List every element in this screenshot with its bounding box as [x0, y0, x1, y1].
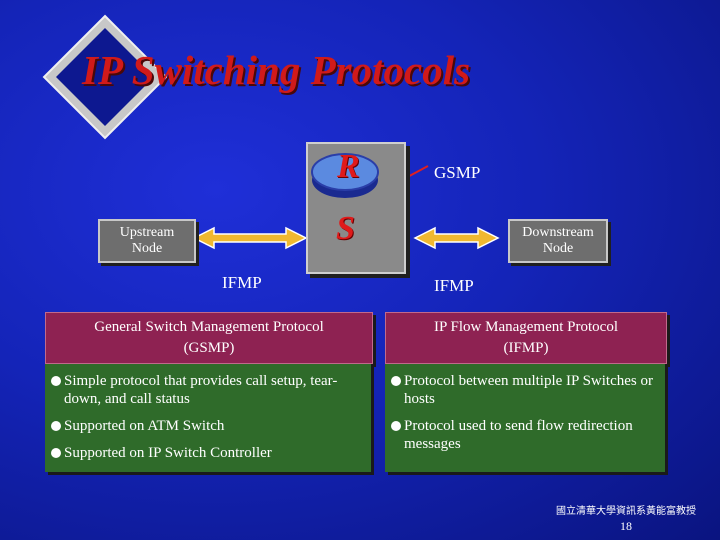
gsmp-label: GSMP [434, 163, 481, 182]
bullet-text: Simple protocol that provides call setup… [64, 373, 338, 407]
switch-letter-icon: S [336, 210, 355, 247]
router-letter: R [337, 148, 360, 185]
list-item: Simple protocol that provides call setup… [51, 372, 361, 408]
gsmp-header: General Switch Management Protocol (GSMP… [45, 312, 373, 364]
gsmp-header-line1: General Switch Management Protocol [94, 319, 324, 335]
upstream-node: Upstream Node [98, 219, 196, 263]
bullet-dot-icon [51, 448, 61, 458]
downstream-node-line2: Node [542, 241, 574, 256]
ifmp-header: IP Flow Management Protocol (IFMP) [385, 312, 667, 364]
bullet-text: Supported on IP Switch Controller [64, 445, 272, 461]
bullet-text: Supported on ATM Switch [64, 418, 225, 434]
ifmp-left-label: IFMP [222, 273, 262, 292]
list-item: Protocol used to send flow redirection m… [391, 417, 655, 453]
list-item: Protocol between multiple IP Switches or… [391, 372, 655, 408]
downstream-node: Downstream Node [508, 219, 608, 263]
bullet-dot-icon [51, 376, 61, 386]
bullet-dot-icon [391, 421, 401, 431]
left-double-arrow [192, 226, 308, 250]
ifmp-right-label: IFMP [434, 276, 474, 295]
upstream-node-line2: Node [131, 241, 163, 256]
bullet-text: Protocol between multiple IP Switches or… [404, 373, 653, 407]
list-item: Supported on IP Switch Controller [51, 444, 361, 462]
ifmp-header-line1: IP Flow Management Protocol [433, 319, 618, 335]
right-double-arrow [413, 226, 500, 250]
footer-author: 國立清華大學資訊系黃能富教授 [556, 506, 696, 517]
slide-title: IP Switching Protocols [82, 47, 471, 93]
ifmp-bullet-panel: Protocol between multiple IP Switches or… [385, 364, 665, 472]
list-item: Supported on ATM Switch [51, 417, 361, 435]
ifmp-header-line2: (IFMP) [503, 340, 549, 356]
bullet-dot-icon [51, 421, 61, 431]
diamond-logo-icon [42, 14, 168, 140]
gsmp-header-line2: (GSMP) [183, 340, 235, 356]
gsmp-bullet-panel: Simple protocol that provides call setup… [45, 364, 371, 472]
downstream-node-line1: Downstream [522, 225, 594, 240]
router-disc-icon [311, 153, 379, 198]
page-number: 18 [620, 519, 632, 533]
bullet-text: Protocol used to send flow redirection m… [404, 418, 633, 452]
upstream-node-line1: Upstream [119, 225, 175, 240]
bullet-dot-icon [391, 376, 401, 386]
